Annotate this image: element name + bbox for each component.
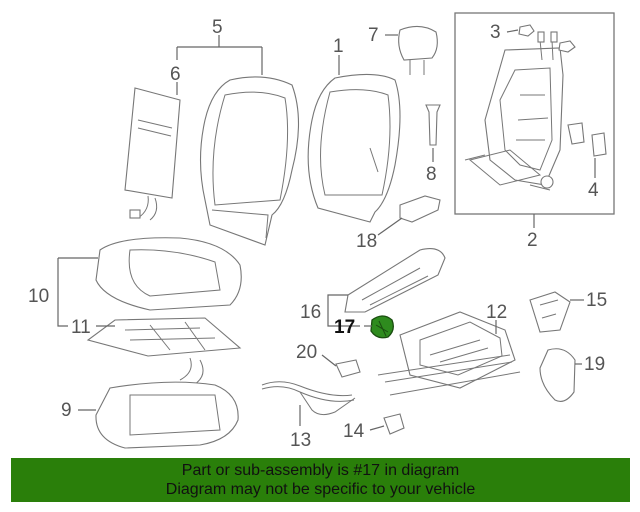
seat-back-cover-5 [199,76,300,246]
recliner-knob-17-highlighted [370,315,394,339]
seat-heater-back-6 [124,87,181,221]
parts-diagram: 5 6 1 7 3 4 2 8 18 10 11 9 16 17 12 15 1… [28,12,615,451]
callout-5: 5 [212,17,223,38]
seat-cushion-pad-10 [95,237,242,311]
frame-clip-3 [518,24,535,37]
seat-back-frame [464,31,564,191]
headrest-7 [398,25,438,75]
callout-2: 2 [527,230,538,251]
cushion-heater-11 [86,317,242,393]
callout-15: 15 [586,290,607,311]
leader-lines [57,29,596,431]
cover-19 [539,348,576,402]
callout-11: 11 [71,317,91,338]
info-banner: Part or sub-assembly is #17 in diagram D… [11,458,630,502]
trim-cover-18 [399,195,441,223]
banner-line-2: Diagram may not be specific to your vehi… [165,481,476,498]
seat-cushion-cover-9 [95,381,239,449]
callout-3: 3 [490,22,501,43]
seat-adjuster-12 [377,311,521,396]
seat-back-pad-1 [307,73,401,223]
frame-bracket-4 [567,122,607,157]
callout-18: 18 [356,231,377,252]
headrest-guide-8 [425,104,441,146]
callout-16: 16 [300,302,321,323]
callout-9: 9 [61,400,72,421]
clip-14 [383,413,405,435]
callout-6: 6 [170,64,181,85]
frame-clip-top-right [558,40,576,53]
callout-10: 10 [28,286,49,307]
bracket-15 [529,291,571,333]
callout-14: 14 [343,421,365,442]
callout-13: 13 [290,430,311,451]
banner-line-1: Part or sub-assembly is #17 in diagram [181,462,460,479]
callout-8: 8 [426,164,437,185]
callout-4: 4 [588,180,599,201]
callout-12: 12 [486,302,507,323]
lever-wire-13 [261,381,356,416]
callout-17: 17 [334,317,355,338]
callout-1: 1 [333,36,344,57]
connector-20 [335,359,361,378]
side-shield-16 [344,248,446,313]
callout-19: 19 [584,354,605,375]
callout-7: 7 [368,25,379,46]
callout-20: 20 [296,342,317,363]
